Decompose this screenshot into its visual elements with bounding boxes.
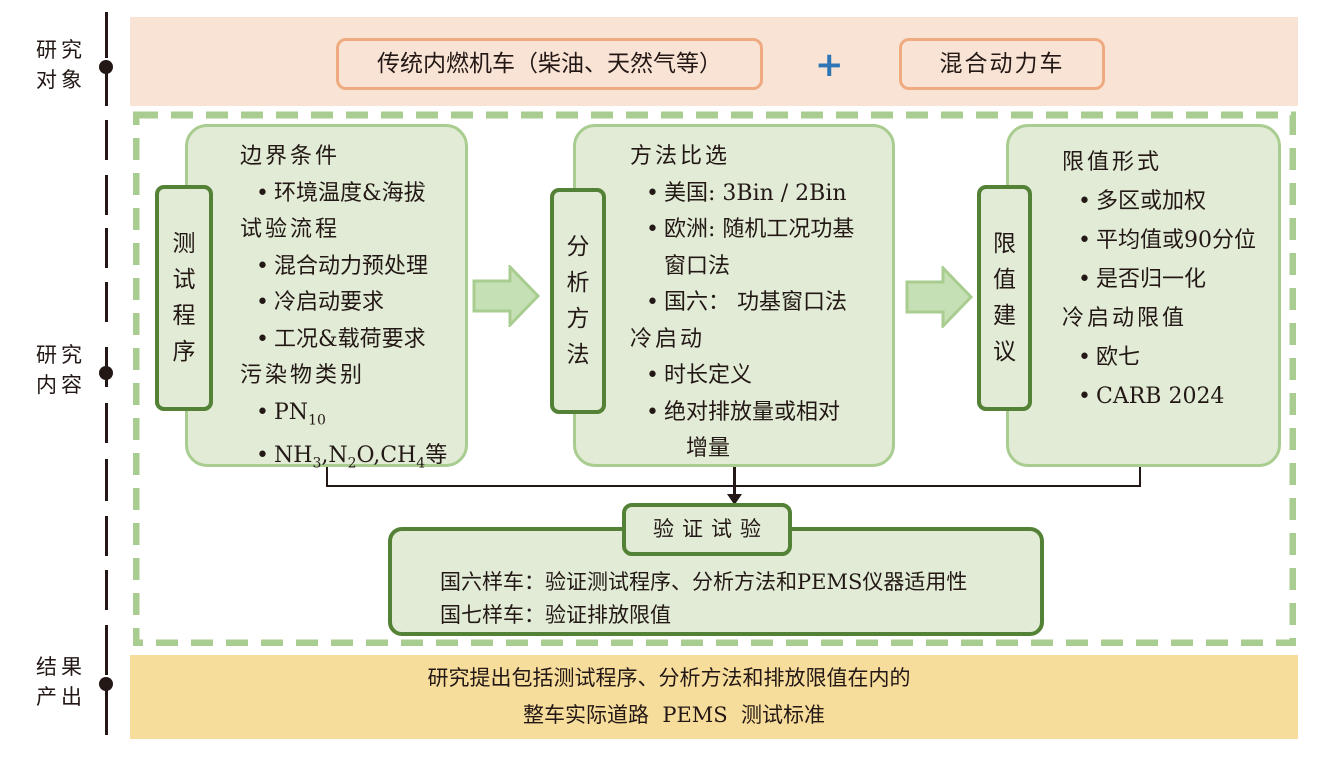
timeline-segment bbox=[105, 685, 108, 735]
tag-char: 法 bbox=[566, 342, 590, 368]
tag-char: 试 bbox=[172, 267, 196, 293]
object-box-hybrid-vehicle: 混合动力车 bbox=[899, 38, 1105, 90]
connector-line bbox=[326, 467, 328, 486]
result-output-band bbox=[130, 655, 1298, 739]
timeline-segment bbox=[105, 120, 108, 160]
tag-char: 方 bbox=[566, 306, 590, 332]
timeline-segment bbox=[105, 459, 108, 501]
timeline-segment bbox=[105, 66, 108, 106]
verification-line: 国六样车：验证测试程序、分析方法和PEMS仪器适用性 bbox=[440, 570, 968, 594]
bullet-item: 绝对排放量或相对 bbox=[646, 395, 854, 432]
timeline-segment bbox=[105, 12, 108, 58]
tag-char: 分 bbox=[566, 234, 590, 260]
verification-text: 国六样车：验证测试程序、分析方法和PEMS仪器适用性 国七样车：验证排放限值 bbox=[440, 566, 967, 632]
object-label: 混合动力车 bbox=[939, 51, 1065, 77]
bullet-item: 国六： 功基窗口法 bbox=[646, 285, 854, 322]
tag-char: 值 bbox=[993, 267, 1016, 293]
research-content-region bbox=[133, 111, 1296, 646]
tag-char: 序 bbox=[172, 339, 196, 365]
section-heading: 污染物类别 bbox=[240, 363, 366, 388]
bullet-item: 工况&载荷要求 bbox=[256, 322, 447, 359]
section-heading: 试验流程 bbox=[240, 217, 341, 242]
analysis-method-text: 方法比选 美国: 3Bin / 2Bin 欧洲: 随机工况功基 窗口法 国六： … bbox=[630, 139, 854, 468]
timeline-label-objects: 研究对象 bbox=[36, 38, 86, 92]
timeline-segment bbox=[105, 516, 108, 556]
timeline-segment bbox=[105, 228, 108, 268]
tag-test-procedure: 测 试 程 序 bbox=[155, 185, 213, 411]
timeline-segment bbox=[105, 625, 108, 675]
object-box-ice-vehicle: 传统内燃机车（柴油、天然气等） bbox=[336, 38, 763, 90]
plus-icon: + bbox=[815, 45, 844, 85]
tag-char: 建 bbox=[993, 303, 1016, 329]
verification-line: 国七样车：验证排放限值 bbox=[440, 603, 671, 627]
bullet-item: 多区或加权 bbox=[1078, 182, 1256, 221]
tag-char: 议 bbox=[993, 339, 1016, 365]
bullet-item: 欧七 bbox=[1078, 338, 1256, 377]
test-procedure-text: 边界条件 环境温度&海拔 试验流程 混合动力预处理 冷启动要求 工况&载荷要求 … bbox=[240, 139, 447, 482]
bullet-item: 时长定义 bbox=[646, 358, 854, 395]
bullet-item: 冷启动要求 bbox=[256, 285, 447, 322]
limit-recommendation-text: 限值形式 多区或加权 平均值或90分位 是否归一化 冷启动限值 欧七 CARB … bbox=[1062, 143, 1256, 416]
result-line: 整车实际道路 PEMS 测试标准 bbox=[522, 703, 826, 727]
section-heading: 边界条件 bbox=[240, 144, 341, 169]
timeline-label-content: 研究内容 bbox=[36, 343, 86, 397]
timeline-segment bbox=[105, 403, 108, 443]
tag-char: 测 bbox=[172, 231, 196, 257]
object-label: 传统内燃机车（柴油、天然气等） bbox=[377, 51, 722, 77]
timeline-label-output: 结果产出 bbox=[36, 655, 86, 709]
connector-line bbox=[733, 467, 736, 497]
section-heading: 限值形式 bbox=[1062, 150, 1163, 175]
tag-limit-recommendation: 限 值 建 议 bbox=[977, 185, 1032, 411]
bullet-item: CARB 2024 bbox=[1078, 377, 1256, 416]
timeline-segment bbox=[105, 570, 108, 610]
bullet-item-pn10: PN10 bbox=[256, 395, 447, 439]
dashed-border bbox=[133, 111, 1296, 646]
tag-char: 限 bbox=[993, 231, 1016, 257]
bullet-continuation: 增量 bbox=[686, 436, 731, 461]
verification-title: 验证试验 bbox=[622, 503, 792, 556]
result-output-text: 研究提出包括测试程序、分析方法和排放限值在内的 整车实际道路 PEMS 测试标准 bbox=[130, 660, 1298, 734]
down-arrow-icon bbox=[727, 494, 742, 505]
bullet-item: 美国: 3Bin / 2Bin bbox=[646, 176, 854, 213]
bullet-item: 混合动力预处理 bbox=[256, 249, 447, 286]
timeline-node-output bbox=[99, 677, 113, 691]
right-arrow-icon bbox=[472, 265, 541, 327]
bullet-item: 欧洲: 随机工况功基 bbox=[646, 212, 854, 249]
connector-line bbox=[1139, 467, 1141, 486]
section-heading: 冷启动限值 bbox=[1062, 306, 1188, 331]
section-heading: 冷启动 bbox=[630, 326, 706, 352]
result-line: 研究提出包括测试程序、分析方法和排放限值在内的 bbox=[427, 666, 911, 690]
timeline-node-content bbox=[99, 366, 113, 380]
timeline-segment bbox=[105, 282, 108, 322]
bullet-item-gases: NH3,N2O,CH4等 bbox=[256, 438, 447, 482]
tag-char: 程 bbox=[172, 303, 196, 329]
timeline-segment bbox=[105, 175, 108, 215]
right-arrow-icon bbox=[905, 266, 974, 328]
tag-analysis-method: 分 析 方 法 bbox=[550, 188, 606, 414]
tag-char: 析 bbox=[566, 270, 590, 296]
bullet-continuation: 窗口法 bbox=[664, 253, 731, 279]
bullet-item: 是否归一化 bbox=[1078, 260, 1256, 299]
bullet-item: 环境温度&海拔 bbox=[256, 176, 447, 213]
timeline-node-objects bbox=[99, 60, 113, 74]
bullet-item: 平均值或90分位 bbox=[1078, 221, 1256, 260]
section-heading: 方法比选 bbox=[630, 144, 731, 169]
